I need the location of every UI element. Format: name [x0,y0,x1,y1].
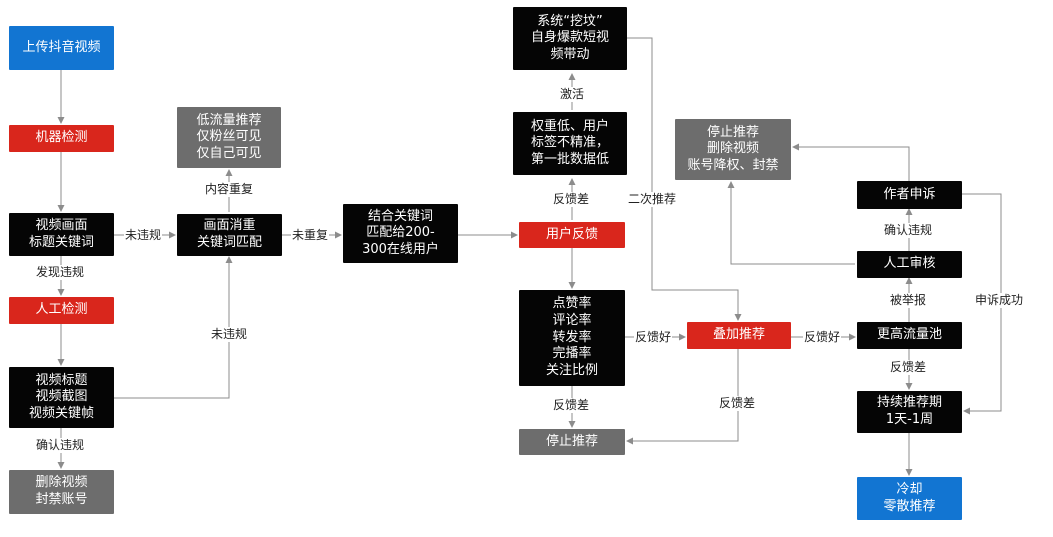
label-feedback-bad-3: 反馈差 [718,396,757,411]
label-not-violate-2: 未违规 [210,327,249,342]
node-upload: 上传抖音视频 [9,26,114,70]
node-machine-check: 机器检测 [9,125,114,152]
label-feedback-bad-2: 反馈差 [552,398,591,413]
arrow-frames-to-dedupe [114,256,233,399]
label-not-violate-1: 未违规 [124,228,163,243]
node-sustained: 持续推荐期 1天-1周 [857,391,962,433]
label-second-rec: 二次推荐 [627,192,678,207]
label-reported: 被举报 [889,293,928,308]
node-stack-rec: 叠加推荐 [687,322,791,349]
node-manual-review: 人工审核 [857,251,962,278]
node-match-users: 结合关键词 匹配给200- 300在线用户 [343,204,458,263]
label-not-duplicate: 未重复 [291,228,330,243]
arrow-stack-to-stop [626,349,739,445]
node-higher-pool: 更高流量池 [857,322,962,349]
arrow-appeal-to-stop-ban [792,143,910,181]
node-user-feedback: 用户反馈 [519,222,625,248]
node-author-appeal: 作者申诉 [857,181,962,209]
arrow-dig-to-stack [627,37,742,321]
node-delete-ban: 删除视频 封禁账号 [9,470,114,514]
node-stop-rec: 停止推荐 [519,429,625,455]
node-low-traffic: 低流量推荐 仅粉丝可见 仅自己可见 [177,107,281,168]
label-activate: 激活 [559,87,586,102]
node-metrics: 点赞率 评论率 转发率 完播率 关注比例 [519,290,625,386]
node-video-title-kw: 视频画面 标题关键词 [9,213,114,256]
label-feedback-bad-1: 反馈差 [552,192,591,207]
label-confirm-violation-2: 确认违规 [883,223,934,238]
label-appeal-success: 申诉成功 [974,293,1025,308]
arrow-review-to-stop-ban [727,181,855,265]
label-feedback-bad-4: 反馈差 [889,360,928,375]
node-stop-delete-ban: 停止推荐 删除视频 账号降权、封禁 [675,119,791,180]
label-found-violation: 发现违规 [35,265,86,280]
node-video-title-frames: 视频标题 视频截图 视频关键帧 [9,367,114,428]
node-manual-check: 人工检测 [9,297,114,324]
label-feedback-good-1: 反馈好 [634,330,673,345]
label-content-duplicate: 内容重复 [204,182,255,197]
label-confirm-violation-1: 确认违规 [35,438,86,453]
node-dedupe: 画面消重 关键词匹配 [177,214,282,256]
node-dig-grave: 系统“挖坟” 自身爆款短视 频带动 [513,7,627,70]
node-cool-down: 冷却 零散推荐 [857,477,962,520]
label-feedback-good-2: 反馈好 [803,330,842,345]
node-low-weight: 权重低、用户 标签不精准， 第一批数据低 [513,112,627,175]
